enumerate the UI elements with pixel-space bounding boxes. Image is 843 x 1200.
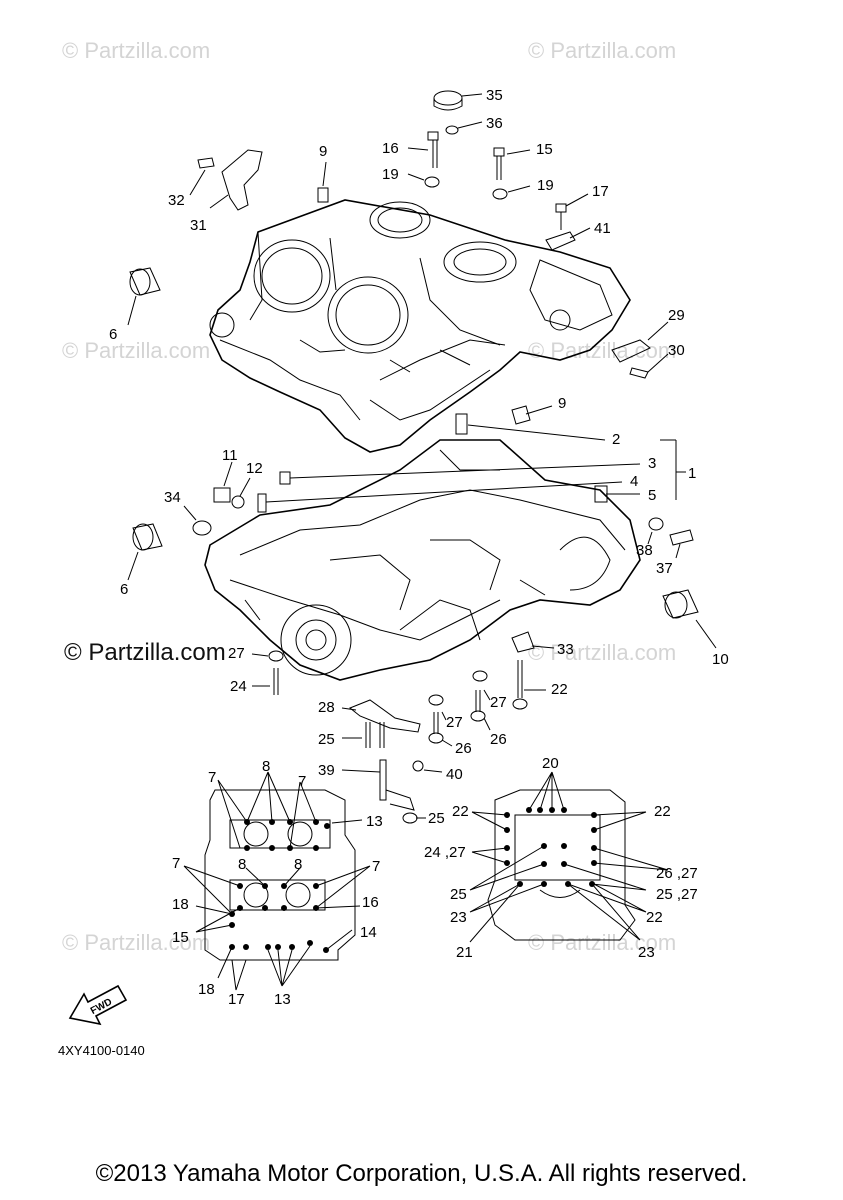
- label-16: 16: [362, 894, 379, 911]
- label-33: 33: [557, 641, 574, 658]
- label-7: 7: [208, 769, 216, 786]
- label-24-27: 24 ,27: [424, 844, 466, 861]
- label-27: 27: [446, 714, 463, 731]
- label-28: 28: [318, 699, 335, 716]
- label-22: 22: [646, 909, 663, 926]
- label-22: 22: [654, 803, 671, 820]
- label-19: 19: [382, 166, 399, 183]
- watermark: © Partzilla.com: [528, 640, 676, 665]
- label-7: 7: [298, 773, 306, 790]
- label-41: 41: [594, 220, 611, 237]
- label-30: 30: [668, 342, 685, 359]
- label-2: 2: [612, 431, 620, 448]
- label-22: 22: [452, 803, 469, 820]
- label-39: 39: [318, 762, 335, 779]
- leader-lines: [127, 93, 717, 819]
- label-4: 4: [630, 473, 638, 490]
- label-26-27: 26 ,27: [656, 865, 698, 882]
- label-6: 6: [109, 326, 117, 343]
- watermark-main: © Partzilla.com: [64, 639, 226, 666]
- label-8: 8: [238, 856, 246, 873]
- label-12: 12: [246, 460, 263, 477]
- label-17: 17: [228, 991, 245, 1008]
- label-22: 22: [551, 681, 568, 698]
- label-18: 18: [172, 896, 189, 913]
- label-11: 11: [222, 447, 238, 464]
- upper-crankcase-drawing: [209, 199, 631, 453]
- watermark: © Partzilla.com: [62, 930, 210, 955]
- label-14: 14: [360, 924, 377, 941]
- label-32: 32: [168, 192, 185, 209]
- label-19: 19: [537, 177, 554, 194]
- label-25: 25: [450, 886, 467, 903]
- label-38: 38: [636, 542, 653, 559]
- part-labels: 35 36 16 15 9 19 19 17 32 31 41 29 6 30 …: [109, 87, 729, 1008]
- label-37: 37: [656, 560, 673, 577]
- fwd-arrow-icon: FWD: [68, 984, 128, 1026]
- label-9: 9: [319, 143, 327, 160]
- label-25: 25: [318, 731, 335, 748]
- label-24: 24: [230, 678, 247, 695]
- label-8: 8: [262, 758, 270, 775]
- label-1: 1: [688, 465, 696, 482]
- label-40: 40: [446, 766, 463, 783]
- label-27: 27: [490, 694, 507, 711]
- label-13: 13: [366, 813, 383, 830]
- watermark: © Partzilla.com: [528, 338, 676, 363]
- label-34: 34: [164, 489, 181, 506]
- label-36: 36: [486, 115, 503, 132]
- label-15: 15: [172, 929, 189, 946]
- label-7: 7: [172, 855, 180, 872]
- label-27: 27: [228, 645, 245, 662]
- label-13: 13: [274, 991, 291, 1008]
- label-5: 5: [648, 487, 656, 504]
- label-26: 26: [490, 731, 507, 748]
- label-7: 7: [372, 858, 380, 875]
- label-20: 20: [542, 755, 559, 772]
- label-16: 16: [382, 140, 399, 157]
- label-17: 17: [592, 183, 609, 200]
- label-8: 8: [294, 856, 302, 873]
- label-35: 35: [486, 87, 503, 104]
- label-6: 6: [120, 581, 128, 598]
- label-29: 29: [668, 307, 685, 324]
- watermark: © Partzilla.com: [528, 930, 676, 955]
- copyright-notice: ©2013 Yamaha Motor Corporation, U.S.A. A…: [95, 1160, 748, 1187]
- left-bolt-layout: [183, 771, 371, 991]
- label-25: 25: [428, 810, 445, 827]
- label-23: 23: [638, 944, 655, 961]
- part-code: 4XY4100-0140: [58, 1043, 145, 1058]
- label-18: 18: [198, 981, 215, 998]
- label-9: 9: [558, 395, 566, 412]
- small-parts: [129, 90, 699, 824]
- label-21: 21: [456, 944, 473, 961]
- label-3: 3: [648, 455, 656, 472]
- label-15: 15: [536, 141, 553, 158]
- label-31: 31: [190, 217, 207, 234]
- watermark: © Partzilla.com: [528, 38, 676, 63]
- label-10: 10: [712, 651, 729, 668]
- right-bolt-layout: [469, 771, 669, 943]
- label-23: 23: [450, 909, 467, 926]
- label-26: 26: [455, 740, 472, 757]
- watermark: © Partzilla.com: [62, 338, 210, 363]
- lower-crankcase-drawing: [204, 439, 641, 681]
- label-25-27: 25 ,27: [656, 886, 698, 903]
- watermark: © Partzilla.com: [62, 38, 210, 63]
